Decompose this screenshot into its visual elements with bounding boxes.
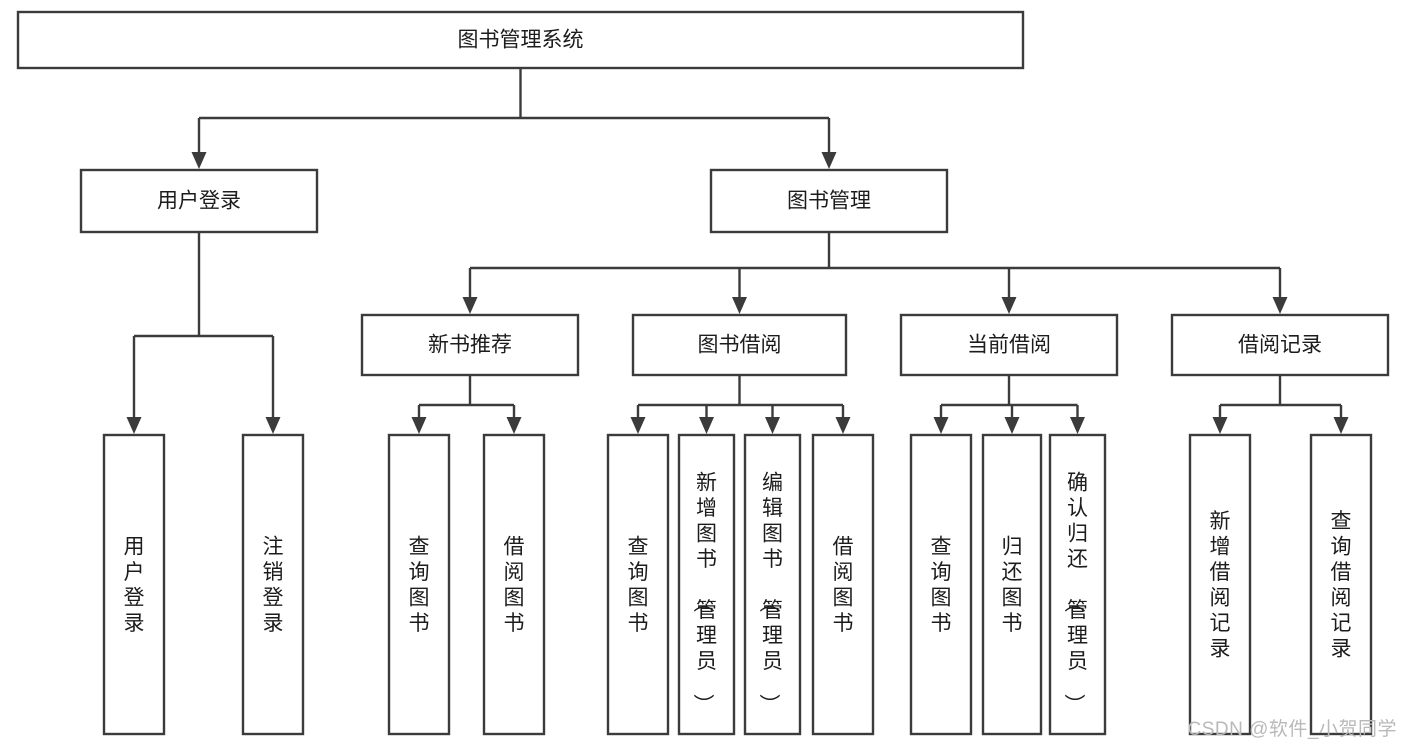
connector-group <box>933 375 1085 434</box>
node-leaf-query-book-2[interactable]: 查询图书 <box>606 433 670 736</box>
node-book-manage[interactable]: 图书管理 <box>709 168 949 234</box>
node-leaf-borrow-book-1[interactable]: 借阅图书 <box>482 433 546 736</box>
connector-group <box>630 375 851 434</box>
node-label: 查询图书 <box>931 535 952 635</box>
connector-group <box>126 232 281 434</box>
csdn-watermark: CSDN @软件_小贺同学 <box>1187 719 1397 740</box>
edges-layer <box>126 68 1349 434</box>
node-leaf-user-login[interactable]: 用户登录 <box>102 433 166 736</box>
node-label: 借阅图书 <box>504 535 525 635</box>
node-label: 查询借阅记录 <box>1331 510 1352 661</box>
node-label: 借阅图书 <box>833 535 854 635</box>
node-leaf-query-book-3[interactable]: 查询图书 <box>909 433 973 736</box>
node-label: 借阅记录 <box>1238 334 1322 357</box>
node-label: 图书管理系统 <box>458 29 584 52</box>
node-label: 用户登录 <box>124 535 145 635</box>
node-label: 新增图书（管理员） <box>691 472 717 715</box>
node-leaf-edit-book[interactable]: 编辑图书（管理员） <box>743 433 802 736</box>
node-label: 查询图书 <box>628 535 649 635</box>
node-leaf-add-book[interactable]: 新增图书（管理员） <box>677 433 736 736</box>
connector-group <box>191 68 837 169</box>
node-label: 归还图书 <box>1002 535 1023 635</box>
connector-group <box>411 375 522 434</box>
node-label: 注销登录 <box>263 535 284 635</box>
node-user-login[interactable]: 用户登录 <box>79 168 319 234</box>
connector-group <box>1212 375 1349 434</box>
node-label: 用户登录 <box>157 190 241 213</box>
node-label: 新书推荐 <box>428 334 512 357</box>
node-borrow-record[interactable]: 借阅记录 <box>1170 313 1390 377</box>
node-leaf-add-record[interactable]: 新增借阅记录 <box>1188 433 1252 736</box>
node-label: 确认归还（管理员） <box>1062 472 1088 715</box>
node-book-borrow[interactable]: 图书借阅 <box>631 313 848 377</box>
node-root[interactable]: 图书管理系统 <box>16 10 1025 70</box>
node-label: 新增借阅记录 <box>1210 510 1231 661</box>
nodes-layer: 图书管理系统用户登录图书管理新书推荐图书借阅当前借阅借阅记录用户登录注销登录查询… <box>16 10 1390 736</box>
node-label: 编辑图书（管理员） <box>757 472 783 715</box>
node-leaf-query-book-1[interactable]: 查询图书 <box>387 433 451 736</box>
node-leaf-confirm-return[interactable]: 确认归还（管理员） <box>1048 433 1107 736</box>
node-leaf-logout[interactable]: 注销登录 <box>241 433 305 736</box>
node-label: 图书管理 <box>787 190 871 213</box>
node-label: 查询图书 <box>409 535 430 635</box>
connector-group <box>462 232 1288 314</box>
node-new-book-rec[interactable]: 新书推荐 <box>360 313 580 377</box>
node-leaf-return-book[interactable]: 归还图书 <box>981 433 1043 736</box>
node-label: 图书借阅 <box>698 334 782 357</box>
node-leaf-query-record[interactable]: 查询借阅记录 <box>1309 433 1373 736</box>
node-label: 当前借阅 <box>967 334 1051 357</box>
node-leaf-borrow-book-2[interactable]: 借阅图书 <box>811 433 875 736</box>
node-current-borrow[interactable]: 当前借阅 <box>899 313 1119 377</box>
